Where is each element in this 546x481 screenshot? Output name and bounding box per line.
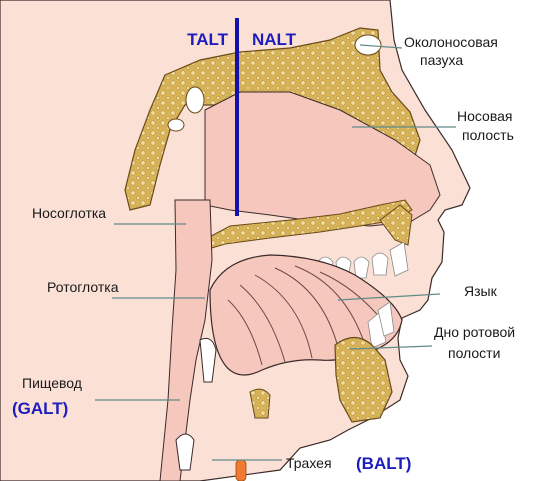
trachea-balt-label: (BALT)	[356, 454, 411, 473]
ethmoid-air-cell	[168, 119, 184, 131]
oropharynx-label: Ротоглотка	[47, 279, 119, 295]
floor-label-line1: Дно ротовой	[434, 324, 515, 340]
sinus-label-line1: Околоносовая	[404, 34, 498, 50]
sinus-label-line2: пазуха	[420, 52, 463, 68]
sphenoid-sinus	[186, 87, 204, 113]
esophagus-label: Пищевод	[22, 375, 82, 391]
nalt-label: NALT	[252, 30, 297, 49]
talt-label: TALT	[187, 30, 229, 49]
esophagus-galt-label: (GALT)	[12, 399, 68, 418]
nasal-label-line1: Носовая	[457, 108, 513, 124]
trachea-marker	[236, 460, 246, 481]
nasal-label-line2: полость	[462, 127, 514, 143]
tongue-label: Язык	[464, 283, 498, 299]
trachea-label: Трахея	[286, 455, 332, 471]
nasopharynx-label: Носоглотка	[32, 205, 106, 221]
floor-label-line2: полости	[448, 345, 500, 361]
